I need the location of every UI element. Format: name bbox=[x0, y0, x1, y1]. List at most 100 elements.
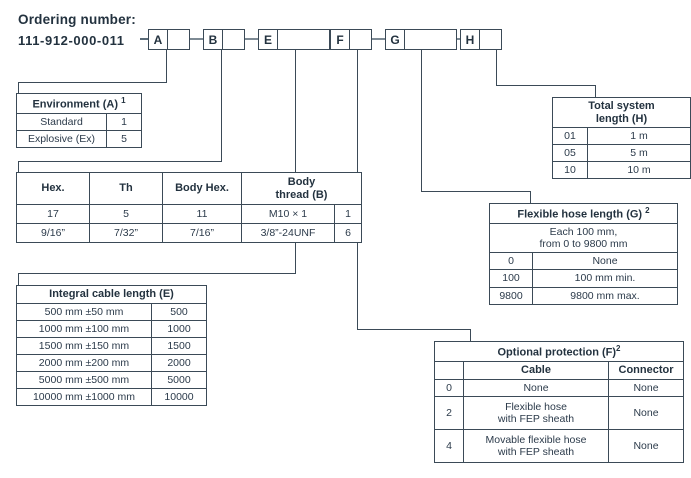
cell-thread-code: 1 bbox=[334, 204, 362, 225]
hose-label: 9800 mm max. bbox=[532, 286, 678, 305]
cable-label: 5000 mm ±500 mm bbox=[16, 370, 152, 389]
cable-code: 1500 bbox=[151, 336, 207, 355]
cable-label: 2000 mm ±200 mm bbox=[16, 353, 152, 372]
leader-f-drop bbox=[470, 329, 472, 342]
table-row: 9/16” 7/32” 7/16” 3/8”-24UNF 6 bbox=[16, 223, 362, 244]
code-box-f-slot[interactable] bbox=[350, 30, 371, 49]
table-row: Environment (A) 1 bbox=[16, 92, 142, 115]
table-row: Each 100 mm, from 0 to 9800 mm bbox=[489, 223, 678, 254]
code-box-b-letter: B bbox=[204, 30, 223, 49]
protection-code: 0 bbox=[434, 378, 464, 398]
leader-a-horizontal bbox=[18, 82, 167, 84]
hose-note: Each 100 mm, from 0 to 9800 mm bbox=[489, 223, 678, 254]
leader-b-horizontal bbox=[18, 161, 222, 163]
protection-cable: None bbox=[463, 378, 609, 398]
hose-code: 100 bbox=[489, 269, 533, 288]
code-box-f[interactable]: F bbox=[330, 29, 372, 50]
table-protection-title: Optional protection (F)2 bbox=[434, 340, 684, 363]
cable-code: 2000 bbox=[151, 353, 207, 372]
table-row: 1000 mm ±100 mm 1000 bbox=[16, 319, 207, 338]
cell-thread-code: 6 bbox=[334, 223, 362, 244]
cable-label: 1000 mm ±100 mm bbox=[16, 319, 152, 338]
protection-connector: None bbox=[608, 429, 684, 464]
header-body-thread-line2: thread (B) bbox=[275, 188, 328, 201]
leader-b-drop bbox=[18, 161, 20, 173]
ordering-number-code: 111-912-000-011 bbox=[18, 33, 125, 48]
system-code: 05 bbox=[552, 144, 588, 163]
table-cable-title: Integral cable length (E) bbox=[16, 285, 207, 304]
table-row: 1500 mm ±150 mm 1500 bbox=[16, 336, 207, 355]
header-code-blank bbox=[434, 361, 464, 380]
code-box-a-slot[interactable] bbox=[168, 30, 189, 49]
leader-g-horizontal bbox=[421, 191, 531, 193]
table-row: 2000 mm ±200 mm 2000 bbox=[16, 353, 207, 372]
protection-code: 4 bbox=[434, 429, 464, 464]
leader-g-vertical bbox=[421, 50, 423, 192]
table-row: Cable Connector bbox=[434, 361, 684, 380]
leader-h-horizontal bbox=[496, 85, 596, 87]
connector-a-b bbox=[190, 38, 203, 41]
table-row: 4 Movable flexible hose with FEP sheath … bbox=[434, 429, 684, 464]
hose-note-line1: Each 100 mm, bbox=[549, 226, 618, 239]
table-body-thread: Hex. Th Body Hex. Body thread (B) 17 5 1… bbox=[16, 171, 362, 244]
header-cable: Cable bbox=[463, 361, 609, 380]
cable-label: 500 mm ±50 mm bbox=[16, 302, 152, 321]
footnote-marker: 1 bbox=[121, 96, 126, 105]
leader-h-drop bbox=[595, 85, 597, 98]
leader-e-vertical bbox=[295, 50, 297, 274]
table-row: 05 5 m bbox=[552, 144, 691, 163]
code-box-g-letter: G bbox=[386, 30, 405, 49]
table-system-title-line2: length (H) bbox=[595, 112, 648, 125]
leader-h-vertical bbox=[496, 50, 498, 86]
connector-f-g bbox=[372, 38, 385, 41]
protection-connector: None bbox=[608, 378, 684, 398]
leader-e-horizontal bbox=[18, 273, 296, 275]
code-box-g-slot[interactable] bbox=[405, 30, 456, 49]
footnote-marker: 2 bbox=[616, 344, 621, 353]
table-optional-protection: Optional protection (F)2 Cable Connector… bbox=[434, 340, 684, 464]
table-hose-title: Flexible hose length (G) 2 bbox=[489, 202, 678, 225]
code-box-b[interactable]: B bbox=[203, 29, 245, 50]
protection-cable-line2: with FEP sheath bbox=[497, 413, 575, 426]
leader-g-drop bbox=[530, 191, 532, 204]
leader-b-vertical bbox=[221, 50, 223, 162]
system-label: 10 m bbox=[587, 161, 691, 180]
table-system-title: Total system length (H) bbox=[552, 96, 691, 129]
system-label: 1 m bbox=[587, 127, 691, 146]
table-row: 17 5 11 M10 × 1 1 bbox=[16, 204, 362, 225]
code-box-e-letter: E bbox=[259, 30, 278, 49]
code-box-h-slot[interactable] bbox=[480, 30, 501, 49]
cell-hex: 17 bbox=[16, 204, 90, 225]
cell-body-hex: 11 bbox=[162, 204, 242, 225]
table-row: 10000 mm ±1000 mm 10000 bbox=[16, 387, 207, 407]
hose-note-line2: from 0 to 9800 mm bbox=[539, 238, 628, 251]
table-row: Flexible hose length (G) 2 bbox=[489, 202, 678, 225]
protection-connector: None bbox=[608, 395, 684, 431]
protection-cable: Movable flexible hose with FEP sheath bbox=[463, 429, 609, 464]
protection-code: 2 bbox=[434, 395, 464, 431]
environment-code: 1 bbox=[106, 113, 142, 132]
cell-body-hex: 7/16” bbox=[162, 223, 242, 244]
code-box-e[interactable]: E bbox=[258, 29, 330, 50]
cable-code: 10000 bbox=[151, 387, 207, 407]
code-box-g[interactable]: G bbox=[385, 29, 457, 50]
table-row: Hex. Th Body Hex. Body thread (B) bbox=[16, 171, 362, 206]
header-body-hex: Body Hex. bbox=[162, 171, 242, 206]
leader-e-drop bbox=[18, 273, 20, 286]
cell-thread: 3/8”-24UNF bbox=[241, 223, 335, 244]
code-box-e-slot[interactable] bbox=[278, 30, 329, 49]
table-row: 9800 9800 mm max. bbox=[489, 286, 678, 305]
page-title: Ordering number: bbox=[18, 12, 136, 27]
leader-a-drop bbox=[18, 82, 20, 94]
system-code: 10 bbox=[552, 161, 588, 180]
hose-label: None bbox=[532, 252, 678, 271]
environment-code: 5 bbox=[106, 130, 142, 149]
code-box-b-slot[interactable] bbox=[223, 30, 244, 49]
protection-cable-line1: Flexible hose bbox=[505, 401, 567, 413]
protection-cable-line1: Movable flexible hose bbox=[485, 434, 587, 447]
table-system-title-line1: Total system bbox=[588, 100, 655, 112]
code-box-h[interactable]: H bbox=[460, 29, 502, 50]
code-box-a[interactable]: A bbox=[148, 29, 190, 50]
table-integral-cable-length: Integral cable length (E) 500 mm ±50 mm … bbox=[16, 285, 207, 407]
code-box-f-letter: F bbox=[331, 30, 350, 49]
